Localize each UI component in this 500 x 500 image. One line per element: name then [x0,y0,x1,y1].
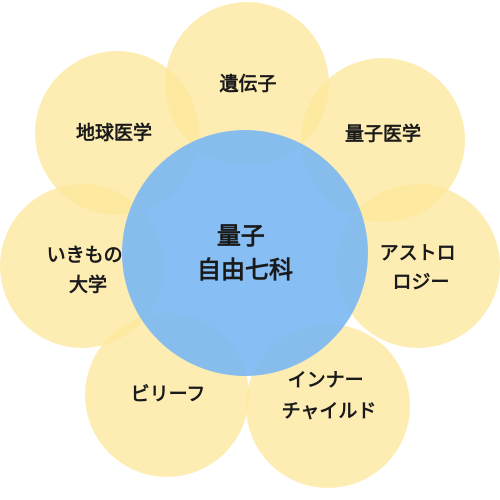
petal-label-upper-left-line-1: 地球医学 [76,121,152,144]
petal-circle-left [0,184,164,348]
petal-circle-right [336,184,500,348]
petal-label-top: 遺伝子 [219,72,276,95]
center-label-line-1: 量子 [217,222,265,250]
center-label-line-2: 自由七科 [197,256,293,284]
petal-label-left: いきもの 大学 [47,244,130,296]
petal-label-top-line-1: 遺伝子 [219,72,276,95]
petal-label-upper-left: 地球医学 [76,121,152,144]
petal-label-upper-right-line-1: 量子医学 [345,122,421,145]
petal-circle-top [165,2,329,166]
petal-label-left-line-2: 大学 [69,273,107,296]
petal-label-lower-left: ビリーフ [131,383,206,405]
petal-label-lower-right-line-1: インナー [288,369,364,391]
petal-label-lower-right: インナー チャイルド [282,369,377,422]
petal-label-left-line-1: いきもの [47,244,123,266]
petal-label-right: アストロ ロジー [380,242,463,293]
petal-label-right-line-1: アストロ [380,242,456,264]
petal-label-right-line-2: ロジー [392,271,449,293]
center-circle [122,130,368,376]
petal-label-lower-right-line-2: チャイルド [282,400,377,422]
petal-label-lower-left-line-1: ビリーフ [131,383,206,405]
petal-label-upper-right: 量子医学 [345,122,421,145]
center-label: 量子 自由七科 [197,222,293,284]
